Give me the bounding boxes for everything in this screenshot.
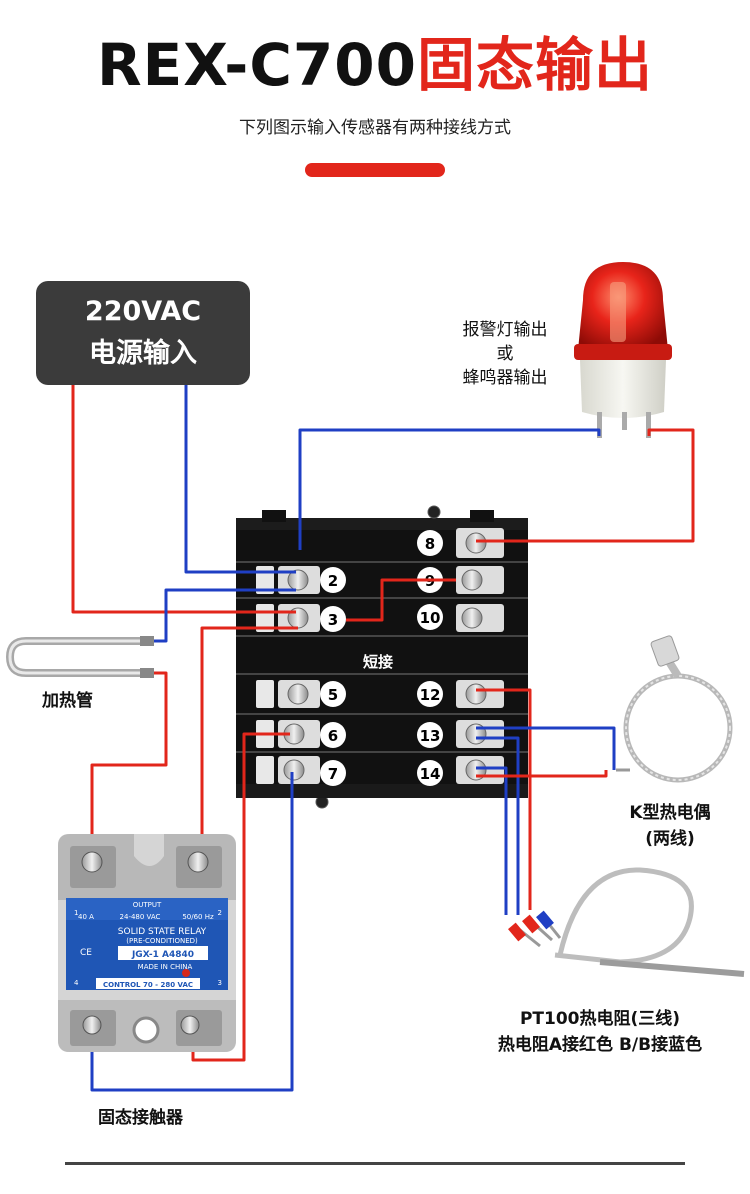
terminal-numbers: 2 3 5 6 7 8 9 10 12 13 14 (320, 530, 443, 786)
terminal-2: 2 (328, 572, 338, 590)
power-live-wire (71, 385, 296, 614)
ssr-sub: (PRE-CONDITIONED) (126, 937, 198, 945)
left-screws (256, 566, 320, 784)
ssr-pin-4: 4 (74, 979, 79, 987)
heater-label: 加热管 (42, 691, 93, 711)
terminal-10: 10 (420, 609, 441, 627)
thermocouple-label-line2: (两线) (645, 829, 695, 849)
terminal-12: 12 (420, 686, 441, 704)
title-suffix: 固态输出 (416, 31, 653, 99)
terminal-7: 7 (328, 765, 338, 783)
alarm-red-wire (476, 428, 695, 543)
ssr-ce: CE (80, 948, 92, 958)
terminal-8: 8 (425, 535, 435, 553)
accent-bar (305, 163, 445, 177)
terminal-14: 14 (420, 765, 441, 783)
title-model: REX-C700 (97, 31, 417, 99)
jumper-3-9 (346, 578, 456, 622)
power-neutral-wire (184, 385, 296, 574)
tc-blue-wire-13 (476, 726, 616, 770)
ssr-model: JGX-1 A4840 (131, 950, 194, 960)
controller-terminal-block: 2 3 5 6 7 8 9 10 12 13 14 短接 (236, 505, 528, 809)
ssr-out-wire (200, 626, 298, 862)
alarm-label-line2: 或 (496, 344, 514, 364)
ssr-label: 固态接触器 (98, 1108, 183, 1128)
pt100-probe-icon (508, 867, 745, 977)
rtd-label-line1: PT100热电阻(三线) (519, 1009, 681, 1029)
heater-tube-icon (5, 636, 154, 678)
tc-red-wire (476, 688, 532, 910)
power-caption: 电源输入 (89, 338, 197, 369)
rtd-blue-14 (476, 766, 508, 915)
ssr-made: MADE IN CHINA (138, 963, 193, 971)
ssr-rating-current: 40 A (78, 913, 94, 921)
page-title: REX-C700固态输出 (0, 18, 750, 102)
ssr-pin-3: 3 (218, 979, 222, 987)
alarm-label-line3: 蜂鸣器输出 (462, 368, 548, 388)
heater-wire-red (90, 671, 168, 862)
tc-red-14 (476, 770, 608, 778)
ssr-pin-2: 2 (218, 909, 222, 917)
thermocouple-label: K型热电偶 (两线) (610, 800, 730, 852)
short-label: 短接 (363, 653, 393, 671)
rtd-label-line2: 热电阻A接红色 B/B接蓝色 (497, 1035, 703, 1055)
heater-wire-blue (154, 588, 296, 643)
ssr-output-label: OUTPUT (133, 901, 162, 909)
alarm-label: 报警灯输出 或 蜂鸣器输出 (440, 318, 570, 390)
power-voltage: 220VAC (84, 296, 202, 327)
k-thermocouple-icon (616, 635, 733, 783)
power-input-box: 220VAC 电源输入 (36, 281, 250, 385)
terminal-6: 6 (328, 727, 338, 745)
rtd-label: PT100热电阻(三线) 热电阻A接红色 B/B接蓝色 (455, 1006, 745, 1058)
ssr-rating-freq: 50/60 Hz (182, 913, 214, 921)
solid-state-relay-icon: OUTPUT 1 2 40 A 24-480 VAC 50/60 Hz SOLI… (58, 834, 236, 1052)
ssr-pin-1: 1 (74, 909, 78, 917)
subtitle: 下列图示输入传感器有两种接线方式 (239, 118, 511, 138)
terminal-3: 3 (328, 611, 338, 629)
ssr-name: SOLID STATE RELAY (118, 927, 207, 937)
alarm-label-line1: 报警灯输出 (462, 320, 548, 340)
alarm-lamp-icon (574, 262, 672, 438)
ssr-control-blue (90, 772, 294, 1092)
rtd-blue-13 (476, 736, 520, 915)
ssr-rating-voltage: 24-480 VAC (120, 913, 161, 921)
terminal-5: 5 (328, 686, 338, 704)
ssr-control-range: CONTROL 70 - 280 VAC (103, 981, 193, 989)
bottom-rule (65, 1162, 685, 1165)
alarm-blue-wire (298, 428, 601, 550)
thermocouple-label-line1: K型热电偶 (629, 803, 711, 823)
terminal-13: 13 (420, 727, 441, 745)
